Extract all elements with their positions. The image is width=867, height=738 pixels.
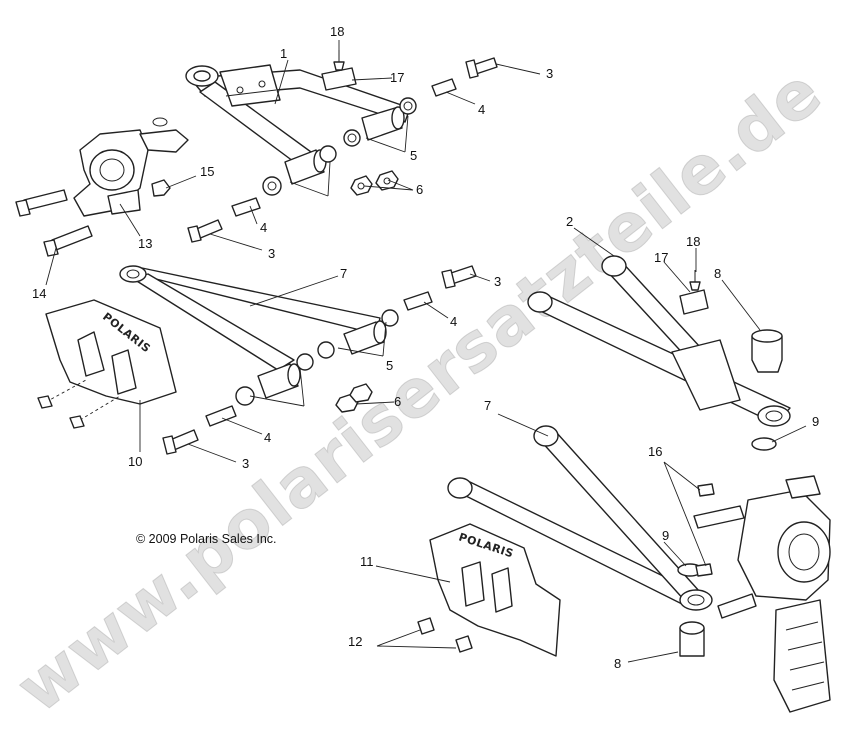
callout-numbers: 1 2 3 3 3 3 4 4 4 4 5 5 6 6 7 7 8 8 9 9 …	[32, 24, 819, 671]
callout-6: 6	[416, 182, 423, 197]
sleeve-4-mid-upper	[231, 197, 261, 217]
steering-knuckle-right	[737, 475, 831, 601]
callout-4: 4	[478, 102, 485, 117]
callout-18: 18	[330, 24, 344, 39]
nuts-6-lower	[335, 383, 373, 413]
steering-knuckle-left	[73, 117, 189, 217]
callout-15: 15	[200, 164, 214, 179]
callout-8: 8	[714, 266, 721, 281]
a-arm-guard-right: POLARIS	[429, 523, 561, 657]
brake-caliper	[773, 599, 831, 713]
nuts-6-upper	[350, 170, 399, 196]
guard-bolts-left	[37, 395, 85, 429]
upper-a-arm-left	[185, 64, 411, 171]
callout-5: 5	[410, 148, 417, 163]
sleeve-4-lower-b	[205, 405, 237, 427]
callout-6: 6	[394, 394, 401, 409]
leader-lines	[45, 40, 807, 663]
clip-17-right	[679, 289, 709, 315]
callout-11: 11	[360, 554, 374, 569]
callout-8: 8	[614, 656, 621, 671]
bolt-3-lower-lower	[162, 429, 199, 455]
callout-14: 14	[32, 286, 46, 301]
guard-bolts-right	[417, 617, 473, 653]
callout-2: 2	[566, 214, 573, 229]
guard-left-dashes	[45, 379, 121, 421]
lower-a-arm-left	[119, 265, 381, 371]
callout-7: 7	[340, 266, 347, 281]
callout-1: 1	[280, 46, 287, 61]
callout-12: 12	[348, 634, 362, 649]
callout-13: 13	[138, 236, 152, 251]
sleeve-4-upper	[431, 78, 457, 97]
callout-4: 4	[260, 220, 267, 235]
bolt-14	[43, 225, 93, 257]
bolt-3-mid-upper	[187, 219, 223, 243]
callout-18: 18	[686, 234, 700, 249]
callout-9: 9	[812, 414, 819, 429]
upper-a-arm-right	[527, 255, 791, 427]
lower-bushing-set-left	[235, 309, 399, 406]
lower-a-arm-right	[447, 425, 713, 611]
callout-16: 16	[648, 444, 662, 459]
callout-9: 9	[662, 528, 669, 543]
upper-bushing-set	[262, 97, 417, 196]
callout-3: 3	[268, 246, 275, 261]
bolt-knuckle-right-lower	[717, 593, 757, 619]
bolts-16	[695, 483, 715, 577]
screw-18-upper	[333, 50, 345, 71]
callout-17: 17	[390, 70, 404, 85]
callout-5: 5	[386, 358, 393, 373]
copyright-text: © 2009 Polaris Sales Inc.	[136, 532, 277, 546]
callout-3: 3	[546, 66, 553, 81]
screw-18-right	[689, 270, 701, 291]
bolt-3-upper	[465, 57, 498, 79]
bolt-knuckle-upper	[15, 189, 68, 217]
clip-17-upper	[321, 67, 357, 91]
callout-10: 10	[128, 454, 142, 469]
callout-3: 3	[494, 274, 501, 289]
callout-3: 3	[242, 456, 249, 471]
callout-4: 4	[264, 430, 271, 445]
a-arm-guard-left: POLARIS	[45, 299, 177, 405]
ball-joint-8-upper	[751, 329, 783, 373]
callout-4: 4	[450, 314, 457, 329]
bolt-knuckle-right-upper	[693, 505, 745, 529]
callout-17: 17	[654, 250, 668, 265]
circlip-9-upper	[751, 437, 777, 451]
sleeve-4-lower-a	[403, 291, 433, 311]
ball-joint-8-lower	[679, 621, 705, 657]
bolt-3-lower-upper	[441, 265, 477, 289]
callout-7: 7	[484, 398, 491, 413]
nut-15	[151, 179, 171, 197]
